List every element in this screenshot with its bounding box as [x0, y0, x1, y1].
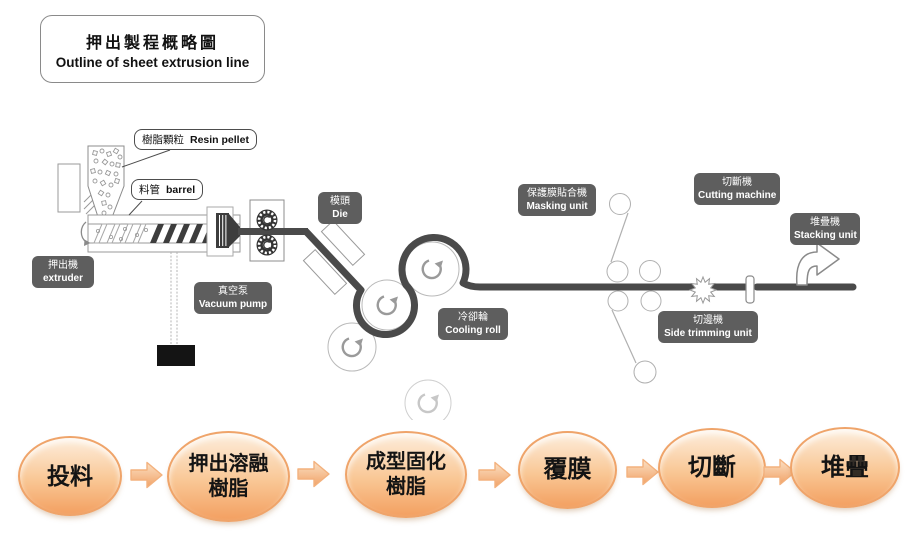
- label-cooling-roll: 冷卻輪 Cooling roll: [438, 308, 508, 340]
- pellets-in-barrel: [96, 226, 148, 241]
- label-side-trimming-unit: 切邊機 Side trimming unit: [658, 311, 758, 343]
- flow-arrow-icon: [297, 460, 330, 488]
- barrel-zh: 料管: [139, 184, 160, 196]
- resin-pellet-en: Resin pellet: [190, 133, 249, 146]
- label-cutting-machine: 切斷機 Cutting machine: [694, 173, 780, 205]
- gear-pump: [238, 199, 308, 262]
- sheet-path: [302, 228, 857, 338]
- callout-resin-pellet: 樹脂顆粒 Resin pellet: [134, 129, 257, 150]
- masking-rollers: [606, 193, 662, 384]
- title-en: Outline of sheet extrusion line: [55, 54, 250, 70]
- motor-block: [57, 163, 96, 215]
- extrusion-line-drawing: [57, 145, 857, 420]
- flow-step-stacking: 堆疊: [790, 427, 900, 508]
- cooling-rolls: [327, 241, 460, 420]
- barrel-drawing: [80, 206, 241, 257]
- label-die: 模頭 Die: [318, 192, 362, 224]
- callout-tails: [121, 149, 171, 216]
- stacking-arrow-icon: [795, 242, 840, 286]
- screw-rotation-icon: [80, 221, 91, 246]
- resin-pellet-zh: 樹脂顆粒: [142, 134, 184, 146]
- barrel-en: barrel: [166, 183, 196, 196]
- gear-icon: [256, 209, 278, 231]
- label-masking-unit: 保護膜貼合機 Masking unit: [518, 184, 596, 216]
- label-extruder: 押出機 extruder: [32, 256, 94, 288]
- flow-step-form-solidify: 成型固化 樹脂: [345, 431, 467, 518]
- flow-step-cutting: 切斷: [658, 428, 766, 508]
- flow-step-feeding: 投料: [18, 436, 122, 516]
- label-vacuum-pump: 真空泵 Vacuum pump: [194, 282, 272, 314]
- side-trimmer-blade: [688, 275, 718, 305]
- flow-step-extrude-melt: 押出溶融 樹脂: [167, 431, 290, 522]
- cutting-blade: [745, 275, 755, 304]
- vacuum-pipe: [157, 252, 195, 366]
- gear-icon: [256, 234, 278, 256]
- die-drawing: [302, 220, 366, 295]
- flow-arrow-icon: [763, 458, 796, 486]
- label-stacking-unit: 堆疊機 Stacking unit: [790, 213, 860, 245]
- callout-barrel: 料管 barrel: [131, 179, 204, 200]
- flow-arrow-icon: [478, 461, 511, 489]
- flow-step-masking: 覆膜: [518, 431, 617, 509]
- title-zh: 押出製程概略圖: [85, 34, 219, 52]
- flow-arrow-icon: [130, 461, 163, 489]
- flow-arrow-icon: [626, 458, 659, 486]
- hopper: [87, 145, 125, 221]
- title-box: 押出製程概略圖 Outline of sheet extrusion line: [40, 15, 265, 83]
